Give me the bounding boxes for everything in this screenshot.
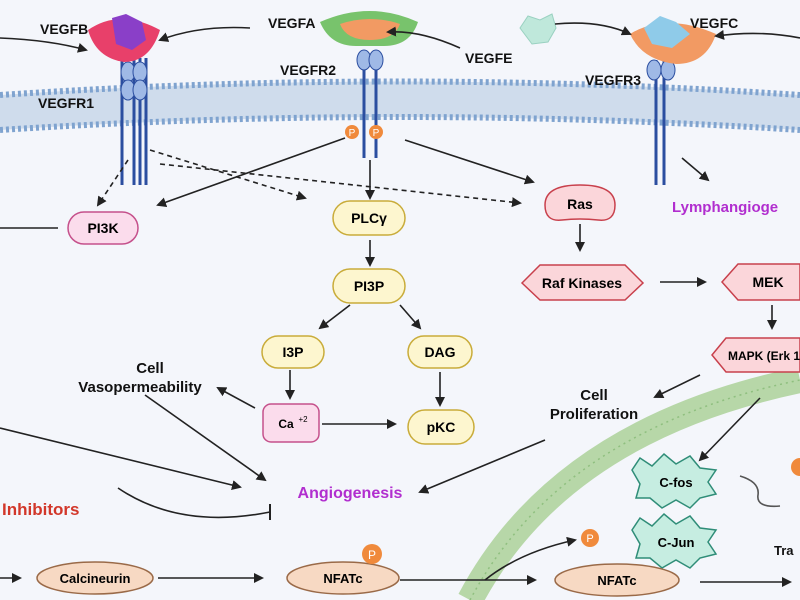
vegfr1-receptor [88,14,160,185]
raf-kinases-node: Raf Kinases [520,264,645,301]
label-inhibitors: Inhibitors [2,500,79,519]
svg-text:Ras: Ras [567,196,593,212]
phospho-badge-right: P [369,125,383,139]
label-vegfr3: VEGFR3 [585,72,641,88]
svg-text:PLCγ: PLCγ [351,210,387,226]
pi3p-node: PI3P [332,268,406,304]
phospho-badge-left: P [345,125,359,139]
svg-text:P: P [586,533,593,545]
svg-text:pKC: pKC [427,419,456,435]
label-proliferation-line2: Proliferation [550,406,638,423]
svg-text:MAPK (Erk 1: MAPK (Erk 1 [728,349,800,363]
nuclear-envelope [458,367,800,600]
svg-text:C-fos: C-fos [659,475,692,490]
nfatc-cytoplasm-node: NFATc P [286,544,400,595]
phospho-edge-icon [791,458,800,476]
svg-text:NFATc: NFATc [323,571,362,586]
vegfr3-receptor [630,16,716,185]
svg-text:PI3P: PI3P [354,278,384,294]
pkc-node: pKC [407,409,475,445]
pathway-arrows [0,22,800,587]
vegfe-ligand [519,13,557,45]
label-vegfa: VEGFA [268,15,315,31]
dag-node: DAG [407,335,473,369]
label-transcription: Tra [774,543,794,558]
ca-node: Ca +2 [262,403,320,443]
svg-text:Ca: Ca [278,417,294,431]
label-vasopermeability-line2: Vasopermeability [78,379,202,396]
label-vegfe: VEGFE [465,50,512,66]
label-vegfr2: VEGFR2 [280,62,336,78]
ras-node: Ras [544,184,616,221]
pi3k-node: PI3K [67,211,139,245]
svg-text:P: P [368,548,376,562]
label-vegfb: VEGFB [40,21,88,37]
label-lymphangiogenesis: Lymphangioge [672,199,778,216]
mapk-node: MAPK (Erk 1 [711,337,800,373]
mek-node: MEK [720,263,800,301]
svg-text:DAG: DAG [424,344,455,360]
svg-text:P: P [373,128,380,139]
svg-text:Calcineurin: Calcineurin [60,571,131,586]
label-angiogenesis: Angiogenesis [298,485,403,502]
svg-text:NFATc: NFATc [597,573,636,588]
svg-text:MEK: MEK [752,274,783,290]
label-vasopermeability-line1: Cell [136,360,164,377]
calcineurin-node: Calcineurin [36,561,154,595]
svg-text:PI3K: PI3K [87,220,118,236]
svg-text:Raf Kinases: Raf Kinases [542,275,622,291]
i3p-node: I3P [261,335,325,369]
plcg-node: PLCγ [332,200,406,236]
label-vegfc: VEGFC [690,15,738,31]
cjun-node: C-Jun [631,512,718,569]
vegfr2-receptor [320,11,418,158]
nfatc-nucleus-node: NFATc P [554,529,680,597]
label-proliferation-line1: Cell [580,387,608,404]
cfos-node: C-fos [631,452,718,509]
svg-text:I3P: I3P [282,344,303,360]
cell-membrane [0,78,800,133]
svg-text:C-Jun: C-Jun [658,535,695,550]
label-vegfr1: VEGFR1 [38,95,94,111]
svg-text:+2: +2 [298,415,308,424]
svg-text:P: P [349,128,356,139]
